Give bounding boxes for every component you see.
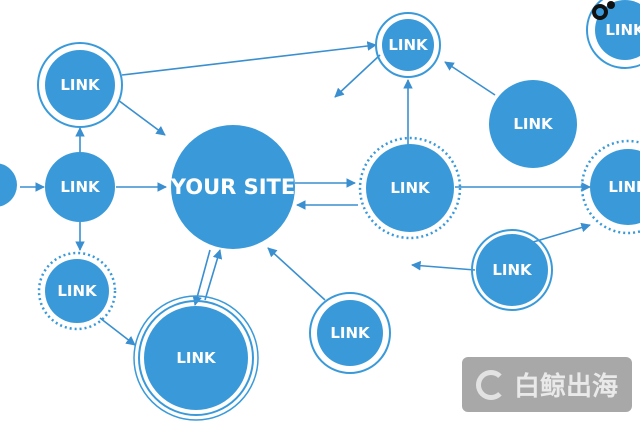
link-label: LINK [330,324,371,342]
link-node[interactable]: LINK [309,292,391,374]
link-label: LINK [60,178,101,196]
link-label: LINK [513,115,554,133]
whale-logo-icon [475,369,506,400]
arrow-connector [267,247,326,301]
link-label: LINK [390,179,431,197]
link-node[interactable]: LINK [489,80,577,168]
link-label: LINK [176,349,217,367]
link-label: LINK [492,261,533,279]
arrow-connector [334,54,381,98]
arrow-connector [204,249,223,301]
arrow-connector [411,260,476,271]
link-node[interactable]: LINK [580,139,640,235]
link-node[interactable]: LINK [133,295,259,421]
arrow-connector [444,61,496,96]
camera-lens-icon [592,1,615,20]
your-site-label: YOUR SITE [170,175,295,199]
link-label: LINK [388,36,429,54]
link-label: LINK [608,178,640,196]
link-label: LINK [60,76,101,94]
arrow-connector [117,99,166,136]
link-label: LINK [57,282,98,300]
watermark: 白鲸出海 [462,357,632,412]
link-node[interactable]: LINK [375,12,441,78]
link-node[interactable]: LINK [358,136,462,240]
link-node[interactable]: LINK [45,152,115,222]
arrow-connector [121,41,377,76]
your-site-node [171,125,295,249]
link-node[interactable] [0,163,17,207]
link-label: LINK [605,21,640,39]
watermark-text: 白鲸出海 [513,372,618,402]
link-node[interactable]: LINK [37,251,117,331]
link-node[interactable]: LINK [37,42,123,128]
arrow-connector [99,317,136,346]
link-node[interactable]: LINK [471,229,553,311]
